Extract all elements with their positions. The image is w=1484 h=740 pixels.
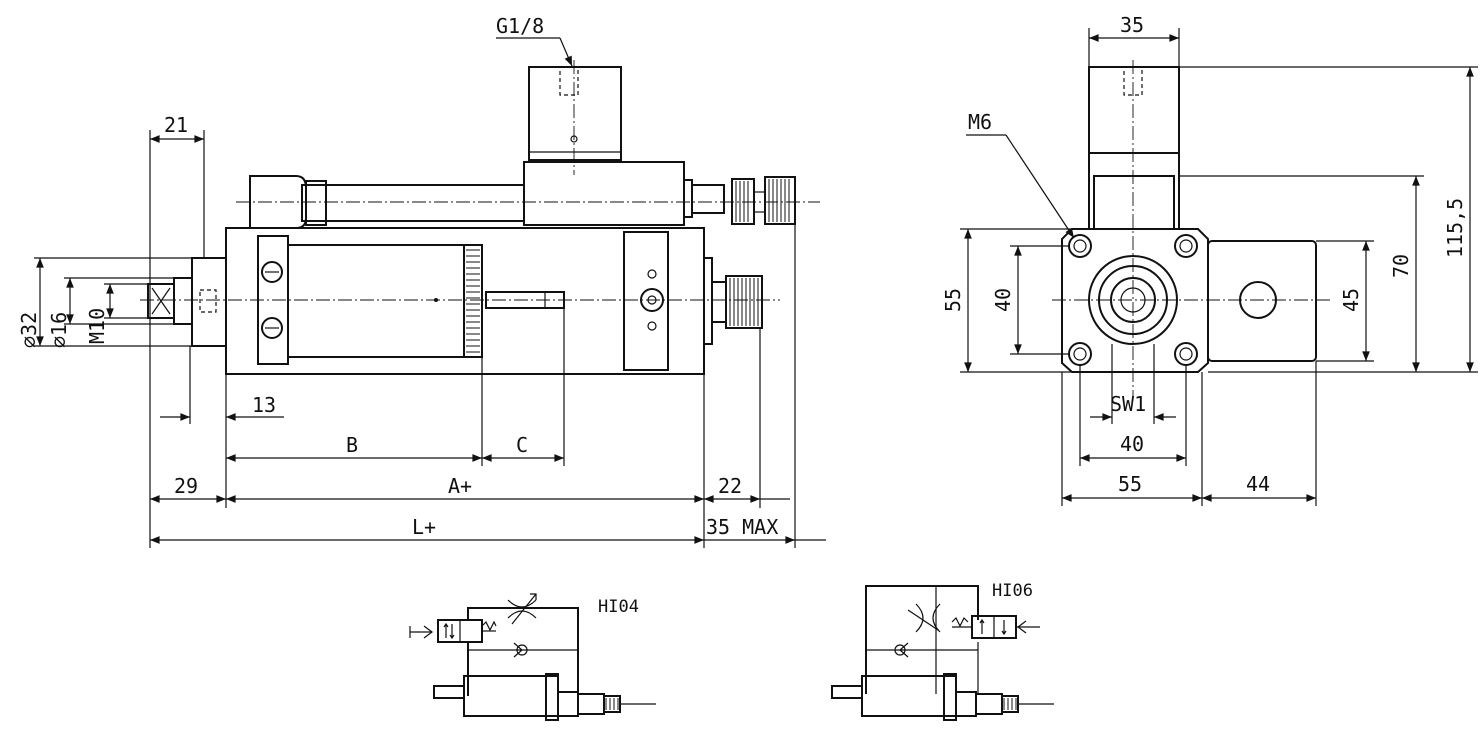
valve-block — [236, 60, 820, 229]
dim-21-label: 21 — [164, 113, 188, 137]
dia-16-label: ⌀16 — [47, 312, 71, 348]
side-view-dimensions — [34, 37, 826, 548]
dim-l-label: L+ — [412, 515, 436, 539]
dim-sw1-label: SW1 — [1110, 392, 1146, 416]
dim-70-label: 70 — [1389, 254, 1413, 278]
dim-13-label: 13 — [252, 393, 276, 417]
dim-a-label: A+ — [448, 474, 472, 498]
dim-b-label: B — [346, 433, 358, 457]
dim-29-label: 29 — [174, 474, 198, 498]
dim-55-h-label: 55 — [1118, 472, 1142, 496]
port-label: G1/8 — [496, 14, 544, 38]
side-view: G1/8 21 13 B C 29 A+ 22 L+ 35 MAX ⌀32 ⌀1… — [17, 14, 826, 548]
dim-40-h-label: 40 — [1120, 432, 1144, 456]
end-view: 35 M6 115,5 70 55 40 45 SW1 40 55 44 — [941, 13, 1478, 506]
dim-40-v-label: 40 — [991, 288, 1015, 312]
thread-m10-label: M10 — [85, 308, 109, 344]
dim-22-label: 22 — [718, 474, 742, 498]
dim-c-label: C — [516, 433, 528, 457]
h106-label: HI06 — [992, 581, 1033, 601]
schematic-h104: HI04 — [409, 593, 656, 721]
dia-32-label: ⌀32 — [17, 312, 41, 348]
dim-35-max-label: 35 MAX — [706, 515, 778, 539]
cylinder-body — [140, 227, 780, 375]
dim-115-5-label: 115,5 — [1443, 198, 1467, 258]
end-view-dimensions — [960, 28, 1478, 506]
h104-label: HI04 — [598, 597, 639, 617]
dim-44-label: 44 — [1246, 472, 1270, 496]
dim-45-label: 45 — [1339, 288, 1363, 312]
schematic-h106: HI06 — [831, 581, 1054, 721]
dim-35-label: 35 — [1120, 13, 1144, 37]
screw-label: M6 — [968, 110, 992, 134]
dim-55-v-label: 55 — [941, 288, 965, 312]
